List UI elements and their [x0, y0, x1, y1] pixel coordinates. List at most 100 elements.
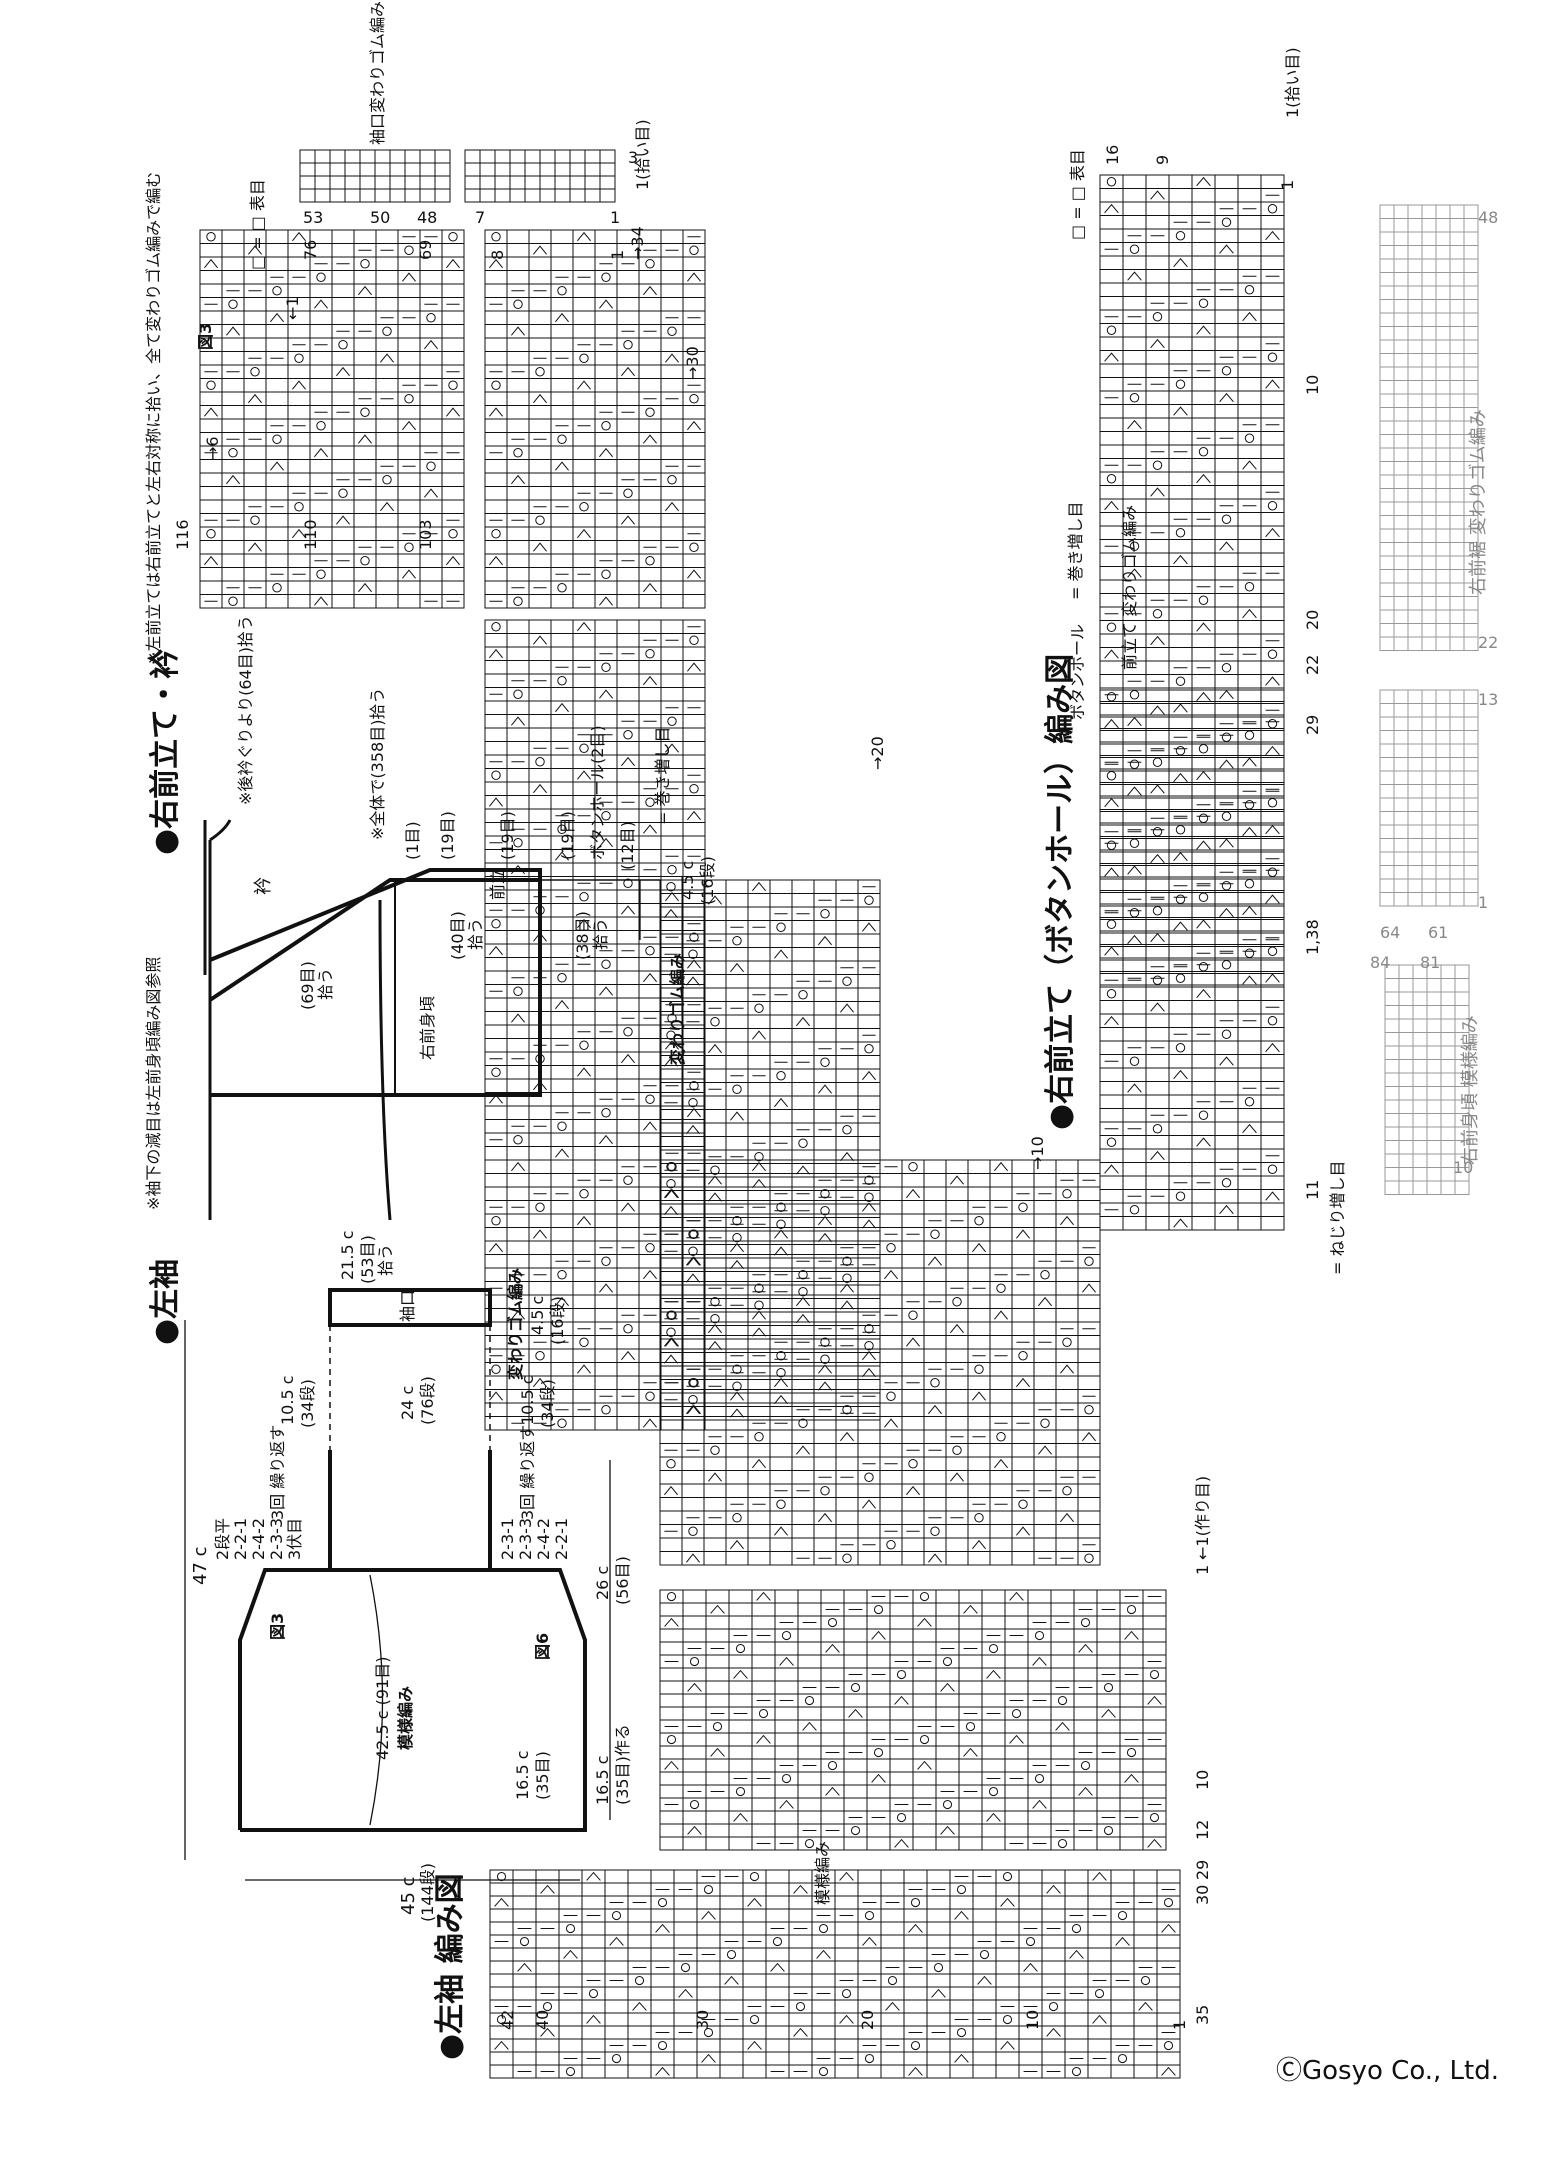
bb-hem-grid-b: [1379, 689, 1479, 907]
fig6-grid-mid-yarnover-symbol: [732, 936, 742, 946]
fig6-grid-upper-decrease-symbol: [599, 689, 613, 699]
fig6-grid-upper-decrease-symbol: [643, 824, 657, 834]
bb-band-grid-b-decrease-symbol: [1150, 1150, 1165, 1161]
fig6-grid-lower-decrease-symbol: [664, 1485, 678, 1496]
sleeve-chart-grid-decrease-symbol: [540, 2027, 555, 2037]
fig6-grid-lower-decrease-symbol: [708, 1175, 722, 1185]
fig6-grid-lower-yarnover-symbol: [930, 1378, 940, 1388]
bb-band-grid-b-yarnover-symbol: [1244, 948, 1255, 958]
sleeve-chart-grid-yarnover-symbol: [910, 1897, 921, 1908]
fig6-grid-lower-decrease-symbol: [796, 1296, 810, 1307]
fig6-grid-upper-decrease-symbol: [643, 1269, 657, 1280]
sleeve-chart-grid-b-decrease-symbol: [917, 1617, 932, 1627]
sleeve-chart-grid-b-yarnover-symbol: [919, 1591, 930, 1602]
fig6-grid-lower-decrease-symbol: [796, 1445, 810, 1455]
fig3-grid-b-decrease-symbol: [533, 393, 547, 404]
bb-band-grid-decrease-symbol: [1196, 919, 1211, 929]
bb-row-138: 1,38: [1303, 919, 1322, 955]
sleeve-chart-grid-b-yarnover-symbol: [1126, 1747, 1137, 1758]
copyright: ⒸGosyo Co., Ltd.: [1276, 2056, 1500, 2086]
sleeve-chart-grid-b-decrease-symbol: [917, 1760, 932, 1770]
fig6-grid-upper-yarnover-symbol: [623, 878, 633, 888]
fig3-top-34: →34: [628, 226, 647, 260]
fig3-grid-a-yarnover-symbol: [206, 380, 216, 390]
fig6-grid-upper-decrease-symbol: [577, 1364, 591, 1374]
fig6-grid-lower-yarnover-symbol: [732, 1364, 742, 1374]
fig6-grid-lower-decrease-symbol: [994, 1161, 1008, 1172]
fig6-grid-upper-decrease-symbol: [555, 1296, 569, 1307]
fig3-grid-a-yarnover-symbol: [272, 286, 282, 296]
bb-band-grid-decrease-symbol: [1242, 311, 1257, 322]
fig6-grid-lower-decrease-symbol: [906, 1337, 920, 1347]
fig3-grid-a-decrease-symbol: [358, 285, 372, 296]
sleeve-chart-grid-decrease-symbol: [977, 1975, 992, 1985]
bb-band-grid-yarnover-symbol: [1106, 622, 1117, 632]
sleeve-chart-grid-decrease-symbol: [1023, 1962, 1038, 1972]
fig6-grid-lower-yarnover-symbol: [974, 1364, 984, 1374]
fig6-grid-mid-yarnover-symbol: [666, 1179, 676, 1189]
fig6-grid-upper-yarnover-symbol: [667, 1013, 677, 1023]
fig6-grid-lower-decrease-symbol: [862, 1350, 876, 1361]
sleeve-chart-grid-decrease-symbol: [1092, 1871, 1107, 1881]
fig6-grid-mid-decrease-symbol: [664, 908, 678, 919]
fig3-grid-a-decrease-symbol: [270, 312, 284, 323]
fig3-grid-a-yarnover-symbol: [316, 272, 326, 282]
bb-row-16: 16: [1103, 144, 1122, 165]
fig3-grid-a-yarnover-symbol: [228, 448, 238, 458]
sleeve-chart-grid-b-decrease-symbol: [756, 1734, 771, 1744]
fig3-grid-b-decrease-symbol: [533, 245, 547, 255]
fig6-grid-upper-yarnover-symbol: [645, 1094, 655, 1104]
fig3-grid-a-yarnover-symbol: [228, 299, 238, 309]
fig6-grid-lower-decrease-symbol: [686, 1404, 700, 1415]
sleeve-chart-grid-b-yarnover-symbol: [781, 1630, 792, 1641]
sleeve-st-12: 12: [1193, 1819, 1212, 1840]
sleeve-chart-grid-decrease-symbol: [655, 2066, 670, 2076]
sleeve-chart-grid-decrease-symbol: [1161, 1923, 1176, 1933]
sleeve-chart-grid-decrease-symbol: [747, 1897, 762, 1907]
fig3-st-50: 50: [370, 208, 391, 227]
fig6-grid-lower-yarnover-symbol: [996, 1283, 1006, 1293]
sleeve-chart-grid-yarnover-symbol: [611, 2053, 622, 2064]
fig6-grid-mid-decrease-symbol: [686, 1124, 700, 1135]
fig3-grid-a-decrease-symbol: [314, 596, 328, 606]
fig6-grid-lower-decrease-symbol: [1016, 1526, 1030, 1536]
fig3-grid-a-yarnover-symbol: [426, 313, 436, 323]
fig6-grid-upper-yarnover-symbol: [645, 1243, 655, 1253]
bb-band-grid-yarnover-symbol: [1175, 379, 1186, 389]
fig6-grid-lower-decrease-symbol: [1038, 1445, 1052, 1455]
fig6-grid-upper-decrease-symbol: [511, 1013, 525, 1023]
bb-band-grid-yarnover-symbol: [1267, 501, 1278, 511]
sleeve-chart-grid-decrease-symbol: [724, 1975, 739, 1985]
fig6-grid-upper-yarnover-symbol: [645, 946, 655, 956]
bb-band-grid-b-yarnover-symbol: [1129, 908, 1140, 918]
sleeve-chart-grid-yarnover-symbol: [703, 2027, 714, 2038]
fig6-grid-upper-decrease-symbol: [489, 1391, 503, 1401]
fig6-grid-mid-yarnover-symbol: [710, 1314, 720, 1324]
sleeve-chart-grid-b-decrease-symbol: [1032, 1656, 1047, 1666]
fig6-grid-mid-decrease-symbol: [796, 1313, 810, 1324]
fig6-grid-lower-decrease-symbol: [994, 1458, 1008, 1469]
fig6-grid-upper-decrease-symbol: [687, 1107, 701, 1118]
fig3-grid-a-yarnover-symbol: [404, 542, 414, 552]
fig3-grid-a-yarnover-symbol: [206, 529, 216, 539]
fig6-grid-upper-yarnover-symbol: [579, 892, 589, 902]
fig6-grid-upper-decrease-symbol: [687, 662, 701, 672]
fig6-grid-lower-decrease-symbol: [928, 1553, 942, 1563]
sleeve-chart-grid-decrease-symbol: [1000, 2040, 1015, 2050]
fig6-grid-upper-decrease-symbol: [687, 959, 701, 969]
fig3-grid-a-decrease-symbol: [402, 420, 416, 431]
bb-band-grid-b-decrease-symbol: [1265, 1042, 1280, 1053]
bb-band-grid-yarnover-symbol: [1129, 690, 1140, 700]
fig6-grid-lower-yarnover-symbol: [688, 1526, 698, 1536]
fig6-grid-lower-decrease-symbol: [1082, 1283, 1096, 1293]
bb-band-grid-b-yarnover-symbol: [1129, 1205, 1140, 1215]
bb-band-grid-decrease-symbol: [1127, 271, 1142, 281]
fig6-grid-lower-yarnover-symbol: [1084, 1405, 1094, 1415]
fig3-row-110: 110: [301, 519, 320, 550]
sleeve-chart-grid-decrease-symbol: [563, 1949, 578, 1959]
fig6-grid-mid-yarnover-symbol: [688, 1098, 698, 1108]
bb-row-29: 29: [1303, 714, 1322, 735]
fig3-grid-b-decrease-symbol: [599, 299, 613, 309]
fig6-grid-mid-decrease-symbol: [774, 1097, 788, 1108]
